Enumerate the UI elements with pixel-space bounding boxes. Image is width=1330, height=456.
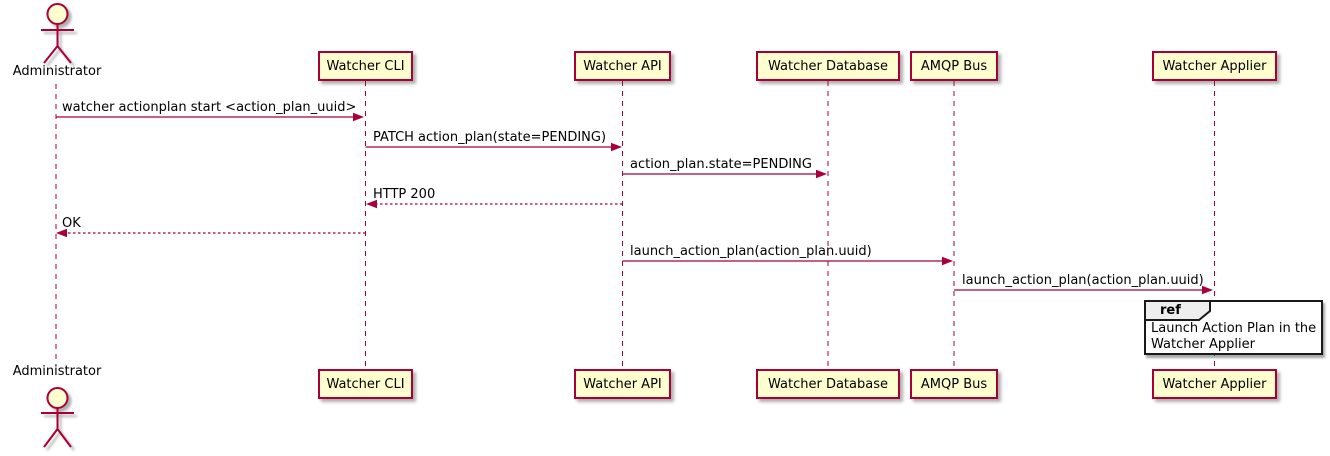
message-label-7: launch_action_plan(action_plan.uuid) [962, 273, 1204, 288]
message-arrow-5 [56, 228, 366, 238]
administrator-actor-icon-bottom [41, 387, 74, 448]
message-arrow-6 [622, 256, 953, 266]
message-label-4: HTTP 200 [373, 187, 436, 202]
message-arrow-4 [366, 199, 623, 209]
ref-fragment: ref Launch Action Plan in the Watcher Ap… [1144, 300, 1323, 355]
participant-watcher-applier-top: Watcher Applier [1152, 51, 1277, 81]
administrator-actor-icon-top [41, 3, 74, 64]
message-label-6: launch_action_plan(action_plan.uuid) [630, 244, 872, 259]
message-label-2: PATCH action_plan(state=PENDING) [373, 130, 607, 145]
ref-tab-shape [1144, 300, 1211, 321]
message-arrow-2 [365, 142, 622, 152]
participant-amqp-bus-bottom: AMQP Bus [910, 369, 998, 399]
participant-amqp-bus-top: AMQP Bus [910, 51, 998, 81]
message-arrow-7 [954, 285, 1213, 295]
administrator-label-bottom: Administrator [12, 364, 102, 379]
participant-watcher-cli-top: Watcher CLI [318, 51, 413, 81]
participant-watcher-api-top: Watcher API [574, 51, 671, 81]
message-label-5: OK [62, 216, 81, 231]
participant-watcher-api-bottom: Watcher API [574, 369, 671, 399]
message-label-1: watcher actionplan start <action_plan_uu… [62, 100, 357, 115]
administrator-label-top: Administrator [12, 64, 102, 79]
participant-watcher-applier-bottom: Watcher Applier [1152, 369, 1277, 399]
message-arrow-3 [622, 169, 827, 179]
participant-watcher-database-top: Watcher Database [756, 51, 900, 81]
ref-keyword: ref [1160, 303, 1181, 318]
participant-watcher-database-bottom: Watcher Database [756, 369, 900, 399]
message-arrow-1 [56, 112, 364, 122]
message-label-3: action_plan.state=PENDING [630, 157, 812, 172]
participant-watcher-cli-bottom: Watcher CLI [318, 369, 413, 399]
ref-text: Launch Action Plan in the Watcher Applie… [1151, 321, 1317, 352]
